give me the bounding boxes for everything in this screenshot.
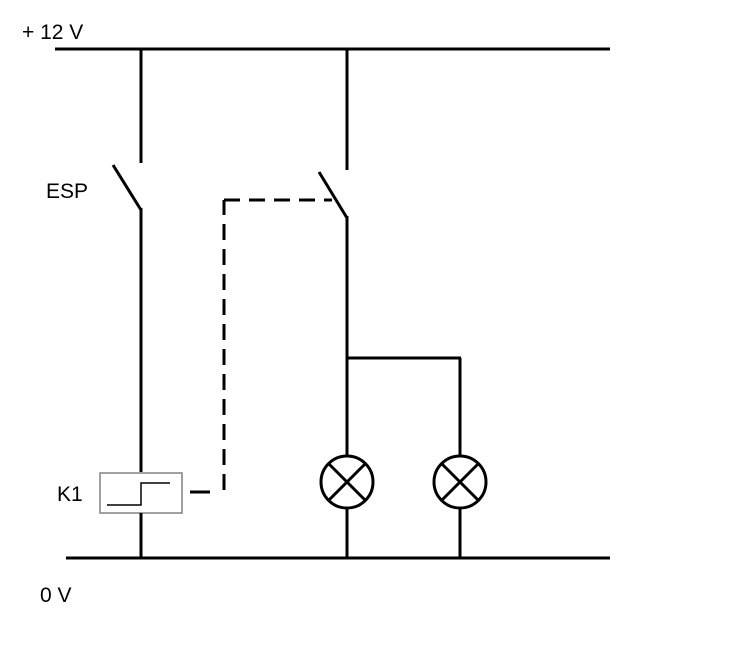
supply-label: + 12 V [22, 21, 83, 44]
relay-contact-switch [317, 49, 349, 358]
lamp-icon [432, 454, 488, 510]
esp-switch [111, 49, 143, 472]
ground-label: 0 V [40, 584, 72, 607]
esp-switch-label: ESP [46, 180, 88, 203]
relay-k1 [99, 472, 210, 514]
relay-k1-label: K1 [57, 483, 83, 506]
mechanical-linkage [222, 198, 332, 490]
step-symbol-icon [107, 482, 170, 506]
lamp-icon [319, 454, 375, 510]
